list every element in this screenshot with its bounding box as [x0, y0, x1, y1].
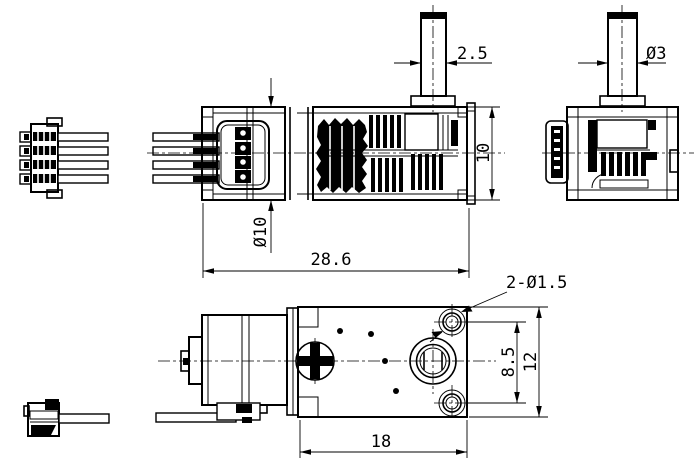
dim-label-shaft-diameter: Ø3: [646, 44, 666, 64]
dim-motor-diameter: Ø10: [251, 78, 274, 253]
dim-label-motor-diameter: Ø10: [251, 217, 271, 248]
dim-label-shaft-flat: 2.5: [457, 44, 488, 64]
dim-label-hole-spacing: 8.5: [499, 347, 519, 378]
dim-label-overall-length: 28.6: [311, 250, 352, 270]
centerlines-top: [147, 5, 694, 154]
connector-side-view: [23, 399, 110, 437]
dim-body-width: 12: [469, 306, 548, 418]
dim-shaft-diameter: Ø3: [578, 44, 666, 66]
dim-plate-length: 18: [299, 420, 468, 458]
dim-label-gearbox-height: 10: [474, 143, 494, 163]
dim-hole-spacing: 8.5: [466, 321, 526, 404]
side-section-view: [152, 12, 476, 205]
dim-overall-length: 28.6: [202, 203, 470, 278]
dim-shaft-flat: 2.5: [394, 44, 492, 66]
dim-label-plate-length: 18: [371, 432, 391, 452]
bottom-plan-view: [155, 306, 468, 423]
end-view: [545, 12, 679, 201]
dim-gearbox-height: 10: [460, 106, 500, 201]
dim-label-mounting-holes: 2-Ø1.5: [506, 273, 567, 293]
connector-front-view: [19, 117, 109, 199]
dim-label-body-width: 12: [521, 352, 541, 372]
centerlines-bottom: [158, 304, 496, 421]
